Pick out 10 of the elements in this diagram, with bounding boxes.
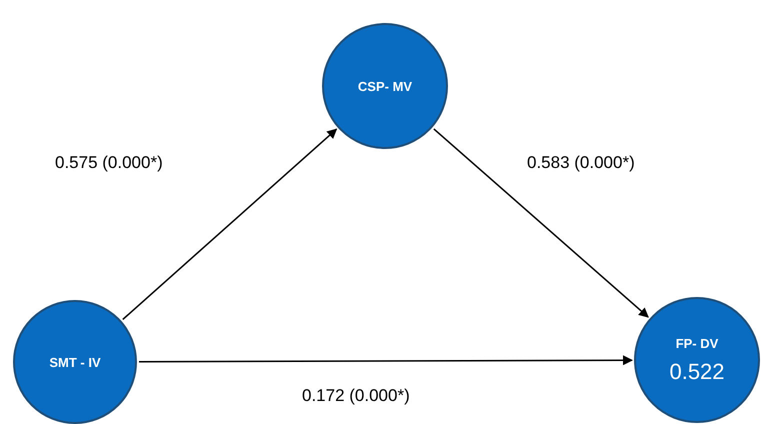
- node-label: CSP- MV: [358, 78, 412, 94]
- edge-label: 0.575 (0.000*): [55, 153, 163, 173]
- arrow: [433, 128, 649, 318]
- edge-label: 0.583 (0.000*): [527, 153, 635, 173]
- node-label: FP- DV: [676, 336, 718, 350]
- edge-label: 0.172 (0.000*): [302, 386, 410, 406]
- arrow: [139, 355, 633, 366]
- node-value: 0.522: [669, 358, 725, 384]
- arrow: [122, 128, 338, 320]
- node-label: SMT - IV: [49, 354, 101, 370]
